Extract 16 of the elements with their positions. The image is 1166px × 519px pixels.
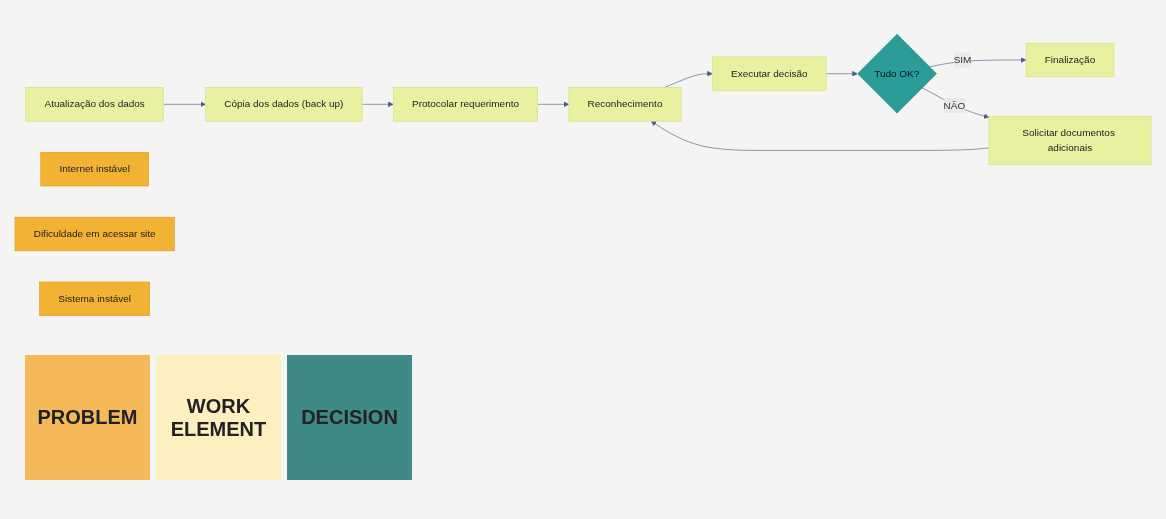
legend-swatch: DECISION	[287, 355, 412, 480]
legend-swatch: PROBLEM	[25, 355, 150, 480]
node-box: Protocolar requerimento	[393, 87, 538, 122]
legend-swatch: WORK ELEMENT	[156, 355, 281, 480]
node-box: Cópia dos dados (back up)	[205, 87, 363, 122]
node-box: Sistema instável	[39, 281, 150, 316]
edge-label: NÃO	[943, 99, 966, 111]
node-box: Atualização dos dados	[25, 87, 164, 122]
node-box: Executar decisão	[712, 56, 827, 91]
node-box: Dificuldade em acessar site	[14, 216, 175, 252]
node-box: Finalização	[1025, 42, 1115, 78]
node-box: Internet instável	[40, 152, 149, 187]
edge-label: SIM	[953, 54, 972, 65]
node-diamond: Tudo OK?	[857, 34, 937, 114]
node-box: Solicitar documentos adicionais	[988, 115, 1152, 166]
node-box: Reconhecimento	[568, 87, 682, 122]
